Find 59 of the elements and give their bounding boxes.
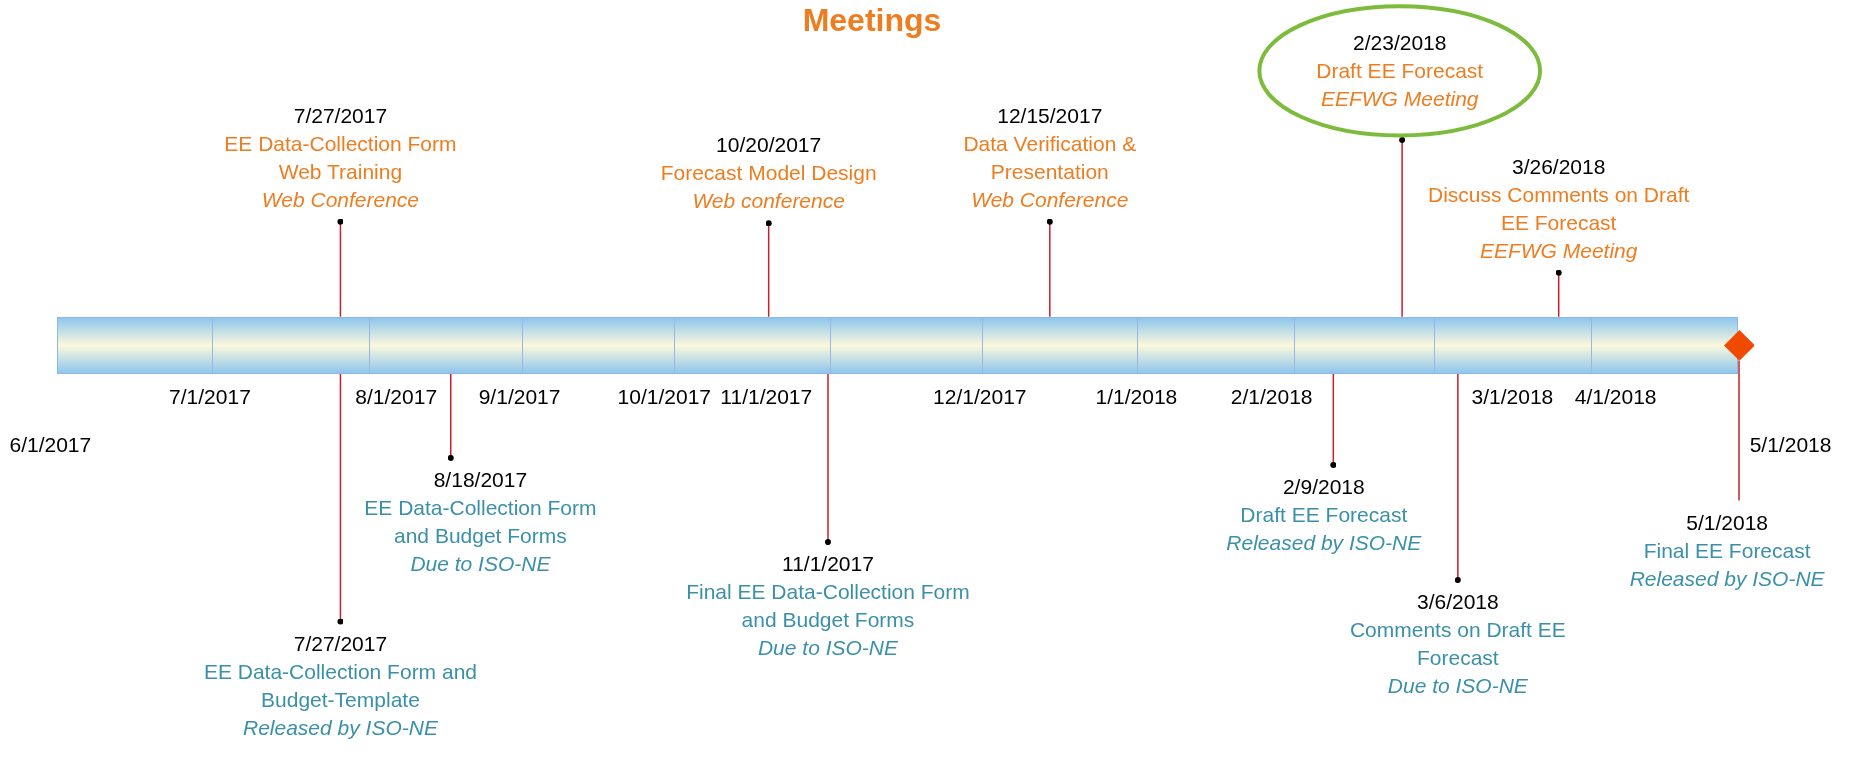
event-title: Forecast Model Design — [660, 160, 877, 187]
event-title: EE Data-Collection Form Web Training — [223, 130, 458, 185]
milestone-diamond — [1723, 329, 1755, 361]
connector-line — [1555, 269, 1562, 318]
date-tick-label: 12/1/2017 — [933, 384, 1027, 411]
event-title: Final EE Forecast — [1643, 537, 1811, 564]
connector-line — [1330, 372, 1337, 468]
date-tick-label: 6/1/2017 — [9, 431, 92, 458]
event-date: 3/26/2018 — [1511, 153, 1606, 180]
connector-line — [447, 372, 454, 461]
connector-line — [1454, 372, 1461, 584]
event-date: 2/23/2018 — [1353, 30, 1447, 57]
event-title: Final EE Data-Collection Form and Budget Forms — [685, 579, 971, 634]
event-title: Data Verification & Presentation — [962, 130, 1138, 185]
event-title: Discuss Comments on Draft EE Forecast — [1426, 181, 1691, 236]
date-tick-label: 10/1/2017 — [617, 384, 711, 411]
event-date: 10/20/2017 — [716, 132, 822, 159]
date-tick-label: 5/1/2018 — [1749, 431, 1832, 458]
event-date: 12/15/2017 — [997, 102, 1103, 129]
event-title: EE Data-Collection Form and Budget Forms — [363, 494, 598, 549]
event-type: Web conference — [692, 188, 845, 215]
event-date: 3/6/2018 — [1416, 589, 1499, 616]
event-type: Web Conference — [261, 186, 420, 213]
connector-line — [337, 372, 344, 625]
event-title: Draft EE Forecast — [1316, 58, 1484, 85]
date-tick-label: 4/1/2018 — [1574, 384, 1657, 411]
event-date: 7/27/2017 — [293, 102, 388, 129]
event-type: Released by ISO-NE — [243, 714, 438, 741]
date-tick-label: 1/1/2018 — [1095, 384, 1178, 411]
event-type: Released by ISO-NE — [1629, 565, 1825, 592]
date-tick-label: 11/1/2017 — [720, 384, 813, 411]
connector-line — [1399, 136, 1406, 318]
timeline-bar — [56, 316, 1738, 374]
event-date: 5/1/2018 — [1686, 509, 1768, 536]
event-type: EEFWG Meeting — [1479, 237, 1638, 264]
event-title: Draft EE Forecast — [1240, 502, 1408, 528]
connector-line — [765, 220, 772, 318]
date-tick-label: 9/1/2017 — [478, 384, 561, 411]
event-type: Released by ISO-NE — [1226, 530, 1422, 556]
connector-line — [1046, 218, 1053, 318]
event-date: 2/9/2018 — [1282, 474, 1365, 500]
event-type: EEFWG Meeting — [1320, 86, 1479, 113]
date-tick-label: 7/1/2017 — [169, 384, 251, 411]
event-type: Web Conference — [971, 186, 1129, 213]
event-type: Due to ISO-NE — [410, 550, 551, 577]
event-title: Comments on Draft EE Forecast — [1348, 617, 1567, 672]
event-type: Due to ISO-NE — [757, 635, 898, 662]
date-tick-label: 3/1/2018 — [1471, 384, 1554, 411]
connector-line — [1738, 359, 1740, 502]
event-title: EE Data-Collection Form and Budget-Template — [202, 658, 478, 713]
event-date: 8/18/2017 — [433, 466, 528, 493]
event-date: 11/1/2017 — [782, 551, 874, 578]
diagram-title: Meetings — [801, 1, 943, 40]
connector-line — [337, 218, 344, 318]
date-tick-label: 8/1/2017 — [355, 384, 438, 411]
date-tick-label: 2/1/2018 — [1230, 384, 1313, 411]
event-date: 7/27/2017 — [293, 630, 388, 657]
connector-line — [825, 372, 831, 546]
event-type: Due to ISO-NE — [1387, 673, 1528, 700]
